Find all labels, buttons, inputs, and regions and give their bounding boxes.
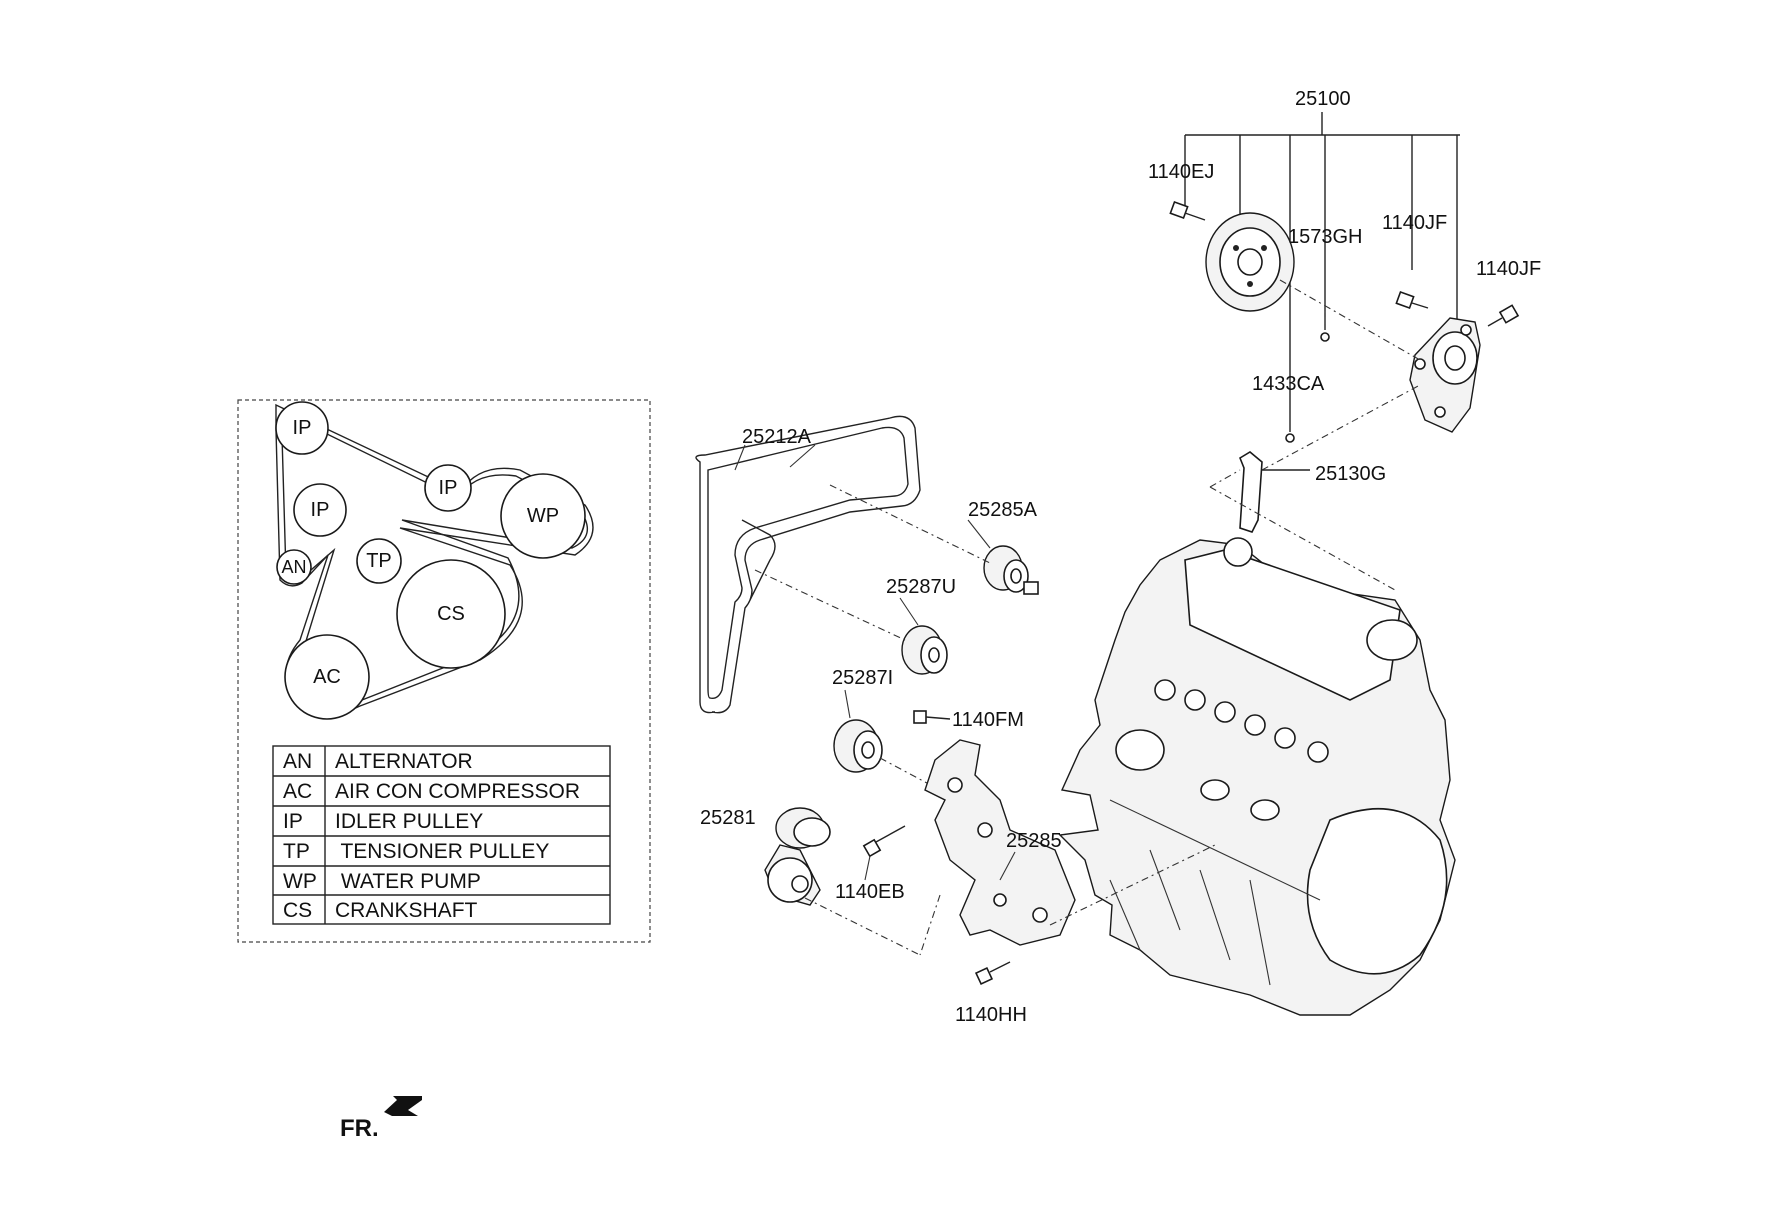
bolt-1140hh [974,961,1011,986]
front-orientation-indicator: FR. [340,1096,422,1142]
callout-1140eb: 1140EB [835,881,905,903]
legend-table: AN ALTERNATOR AC AIR CON COMPRESSOR IP I… [272,745,611,925]
svg-text:AN: AN [281,557,306,577]
water-pump-pulley [1205,212,1295,312]
bolt-1140ej [1169,200,1206,221]
callout-1140jf-left: 1140JF [1382,212,1447,234]
water-pump-body [1409,317,1481,433]
legend-row: AN ALTERNATOR [283,750,473,773]
belt-pulley-ip-top: IP [275,401,329,455]
svg-text:CS: CS [283,899,312,922]
svg-text:TENSIONER PULLEY: TENSIONER PULLEY [335,840,549,863]
bolt-1140jf-right [1487,304,1520,327]
legend-row: CS CRANKSHAFT [283,899,478,922]
bracket-25285 [924,739,1216,946]
legend-row: AC AIR CON COMPRESSOR [283,780,580,803]
pin-1433ca [1285,433,1295,443]
water-pump-group [1169,112,1520,591]
callout-25285a: 25285A [968,499,1038,521]
fr-label: FR. [340,1115,379,1142]
callout-25285: 25285 [1006,830,1062,852]
leader-lines [734,444,1016,881]
engine-block [1058,537,1456,1016]
drive-belt-25212a [695,415,921,714]
svg-text:IP: IP [439,477,458,499]
belt-pulley-wp: WP [500,473,586,559]
svg-text:ALTERNATOR: ALTERNATOR [335,750,473,773]
svg-text:IP: IP [283,810,303,833]
svg-text:AC: AC [313,666,341,688]
belt-pulley-ip-left: IP [293,483,347,537]
belt-pulley-cs: CS [396,559,506,669]
svg-text:CRANKSHAFT: CRANKSHAFT [335,899,478,922]
callout-1433ca: 1433CA [1252,373,1325,395]
belt-pulley-an: AN [276,549,312,585]
gasket-25130g [1239,451,1310,533]
callout-1140hh: 1140HH [955,1004,1027,1026]
callout-1140ej: 1140EJ [1148,161,1214,183]
svg-text:TP: TP [283,840,310,863]
callout-labels: 25100 1140EJ 1573GH 1140JF 1140JF 1433CA… [700,88,1541,1026]
svg-text:WP: WP [527,505,559,527]
callout-25100: 25100 [1295,88,1351,110]
pin-1573gh [1320,332,1330,342]
callout-1140fm: 1140FM [952,709,1024,731]
bolt-1140fm [913,710,951,724]
idler-pulley-25287i [833,719,941,791]
svg-text:AIR CON COMPRESSOR: AIR CON COMPRESSOR [335,780,580,803]
svg-text:WP: WP [283,870,317,893]
callout-1140jf-right: 1140JF [1476,258,1541,280]
idler-pulley-25285a [829,484,1039,595]
front-arrow-icon [384,1096,422,1116]
tensioner-25281 [764,807,941,956]
callout-25212a: 25212A [742,426,812,448]
callout-25287u: 25287U [886,576,956,598]
legend-row: TP TENSIONER PULLEY [283,840,549,863]
belt-routing-inset: IP IP IP WP AN TP CS AC [237,399,651,943]
idler-pulley-25287u [754,569,948,675]
callout-25287i: 25287I [832,667,893,689]
bolt-1140eb [862,825,906,858]
svg-text:IP: IP [311,499,330,521]
callout-25130g: 25130G [1315,463,1386,485]
svg-text:IP: IP [293,417,312,439]
svg-text:AC: AC [283,780,312,803]
svg-text:IDLER PULLEY: IDLER PULLEY [335,810,483,833]
inset-frame [237,399,651,943]
svg-text:CS: CS [437,603,465,625]
belt-pulley-ac: AC [284,634,370,720]
svg-text:WATER PUMP: WATER PUMP [335,870,481,893]
svg-text:AN: AN [283,750,312,773]
svg-text:TP: TP [366,550,392,572]
callout-25281: 25281 [700,807,756,829]
legend-row: IP IDLER PULLEY [283,810,483,833]
bolt-1140jf-left [1395,290,1429,310]
legend-row: WP WATER PUMP [283,870,481,893]
belt-pulley-tp: TP [356,538,402,584]
callout-1573gh: 1573GH [1288,226,1363,248]
belt-pulley-ip-mid: IP [424,464,472,512]
